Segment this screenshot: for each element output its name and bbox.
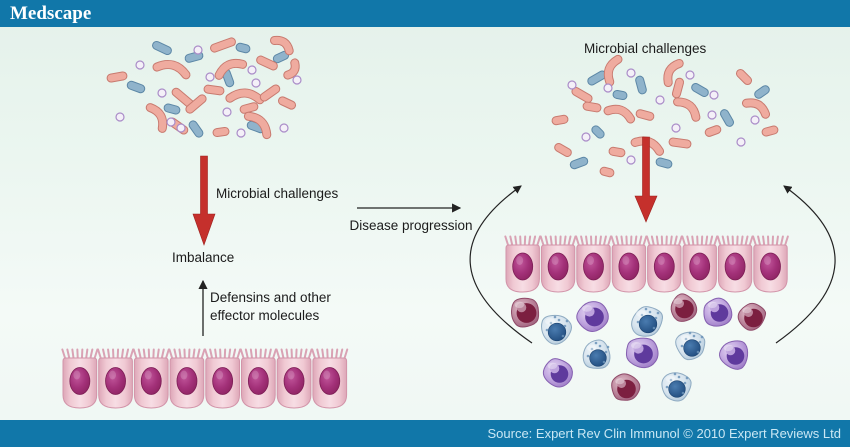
epithelium-left	[61, 348, 349, 409]
red-arrow-left	[192, 155, 216, 246]
source-credit: Source: Expert Rev Clin Immunol © 2010 E…	[487, 426, 841, 441]
immune-cell-blue	[661, 372, 692, 402]
label-disease-progression: Disease progression	[349, 218, 473, 233]
immune-cell-purple	[576, 301, 609, 332]
footer-bar: Source: Expert Rev Clin Immunol © 2010 E…	[0, 420, 850, 447]
immune-cell-maroon	[611, 373, 641, 401]
bacteria-cluster-left	[106, 35, 302, 140]
bacteria-cluster-right	[551, 54, 779, 178]
header-bar: Medscape	[0, 0, 850, 27]
epithelium-right	[504, 235, 789, 293]
cycle-arrow-left	[469, 185, 533, 344]
label-microbial-challenges-left: Microbial challenges	[216, 186, 339, 201]
immune-cell-purple	[625, 337, 659, 369]
immune-cell-purple	[542, 358, 573, 388]
label-microbial-challenges-right: Microbial challenges	[584, 41, 707, 56]
label-imbalance: Imbalance	[172, 250, 235, 265]
immune-cells	[511, 293, 767, 402]
medscape-logo: Medscape	[10, 3, 92, 24]
immune-cell-blue	[675, 331, 706, 361]
label-defensins: Defensins and other effector molecules	[210, 290, 331, 323]
cycle-arrow-right	[775, 185, 836, 344]
red-arrow-right	[634, 136, 658, 223]
immune-cell-purple	[718, 340, 749, 370]
immune-cell-purple	[703, 297, 733, 327]
immune-cell-maroon	[670, 293, 698, 322]
immune-cell-maroon	[511, 297, 540, 328]
immune-cell-blue	[631, 306, 664, 337]
immune-cell-blue	[541, 314, 573, 345]
immune-cell-blue	[582, 339, 611, 369]
immune-cell-maroon	[737, 302, 767, 331]
